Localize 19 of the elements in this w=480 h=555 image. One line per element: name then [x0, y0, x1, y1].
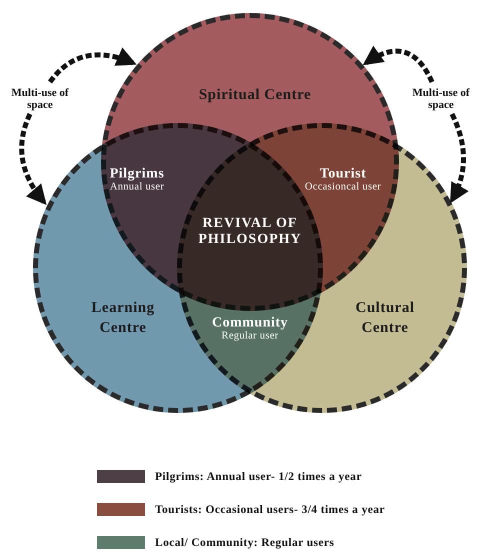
- curved-arrow: [19, 113, 46, 206]
- usage-note: Annual user: [108, 182, 166, 194]
- center-label: REVIVAL OF PHILOSOPHY: [190, 216, 310, 248]
- circle-title: Spiritual Centre: [198, 86, 312, 105]
- group-name: Pilgrims: [108, 166, 166, 182]
- usage-note: Occasioncal user: [304, 182, 382, 194]
- legend-label: Tourists: Occasional users- 3/4 times a year: [155, 504, 385, 516]
- usage-note: Regular user: [220, 330, 280, 342]
- group-name: Community: [210, 316, 290, 331]
- legend-label: Local/ Community: Regular users: [155, 536, 334, 548]
- curved-arrow: [362, 46, 434, 84]
- legend-label: Pilgrims: Annual user- 1/2 times a year: [155, 470, 362, 482]
- circle-title: Learning Centre: [90, 298, 156, 338]
- text-label: Multi-use of space: [5, 86, 75, 112]
- text-label: Multi-use of space: [406, 86, 476, 112]
- curved-arrow: [450, 112, 468, 204]
- curved-arrow: [48, 48, 137, 84]
- circle-title: Cultural Centre: [354, 298, 416, 338]
- group-name: Tourist: [318, 166, 368, 182]
